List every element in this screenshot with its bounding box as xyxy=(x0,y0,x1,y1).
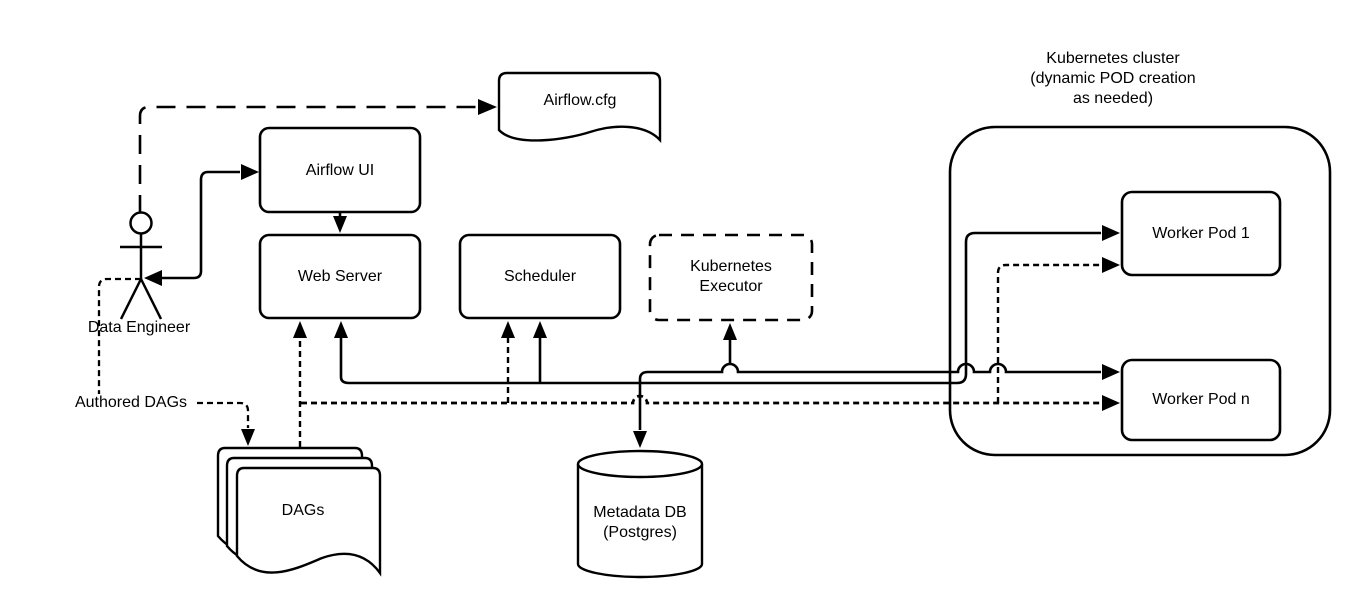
dashed-dag-lines xyxy=(97,257,1120,447)
kubernetes-cluster-container xyxy=(948,125,1332,457)
arrowhead-into-scheduler-solid xyxy=(533,321,547,338)
airflow-ui-box xyxy=(258,126,422,214)
arrowhead-into-pod1-solid xyxy=(1102,225,1120,241)
arrowhead-into-webserver-bottom xyxy=(334,321,348,338)
scheduler-box xyxy=(458,233,622,320)
figure-leg-left xyxy=(119,278,143,320)
edge-ui-to-webserver xyxy=(333,212,347,233)
edge-engineer-airflow-ui xyxy=(144,164,259,286)
airflow-cfg-document xyxy=(497,71,662,144)
web-server-box xyxy=(258,233,422,320)
arrowhead-into-pod1-dashed xyxy=(1102,257,1120,273)
figure-head xyxy=(129,211,153,235)
arrowhead-into-scheduler-dashed xyxy=(501,321,515,338)
arrowhead-into-executor xyxy=(723,323,737,340)
arrowhead-into-engineer xyxy=(144,270,162,286)
worker-pod-1-box xyxy=(1120,190,1282,277)
data-engineer-figure xyxy=(119,211,163,320)
arrowhead-into-webserver-dashed xyxy=(293,321,307,338)
solid-bus-lines xyxy=(334,225,1120,448)
arrowhead-into-cfg xyxy=(478,99,497,115)
kubernetes-executor-box xyxy=(648,233,814,322)
figure-leg-right xyxy=(139,278,163,320)
arrowhead-into-metadata-db xyxy=(633,431,647,448)
arrowhead-into-podn-solid xyxy=(1102,364,1120,380)
worker-pod-n-box xyxy=(1120,358,1282,442)
arrowhead-into-airflow-ui xyxy=(241,164,259,180)
metadata-db-cylinder xyxy=(576,449,704,579)
arrowhead-into-webserver-top xyxy=(333,216,347,233)
dags-document-stack xyxy=(216,446,382,577)
arrowhead-into-dags xyxy=(241,429,255,446)
edge-engineer-to-cfg xyxy=(138,99,497,214)
arrowhead-into-podn-dashed xyxy=(1102,395,1120,411)
